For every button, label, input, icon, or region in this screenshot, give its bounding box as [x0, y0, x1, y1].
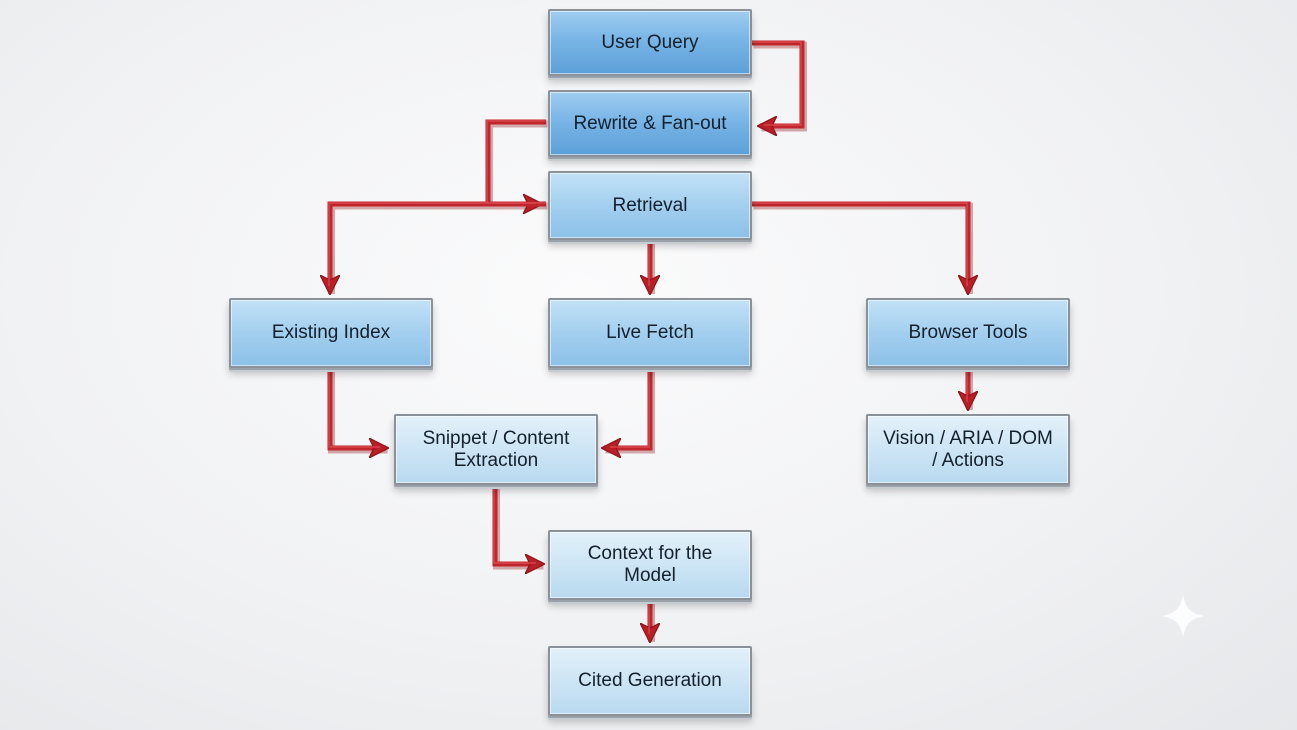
- arrow-query-to-rewrite: [752, 40, 805, 126]
- node-browser-tools: Browser Tools: [866, 298, 1070, 368]
- arrow-retrieval-to-index: [330, 201, 546, 292]
- arrow-snippet-to-context: [492, 485, 542, 564]
- node-rewrite-fanout: Rewrite & Fan-out: [548, 90, 752, 157]
- node-label: Retrieval: [612, 194, 688, 216]
- node-label: Vision / ARIA / DOM / Actions: [883, 427, 1053, 471]
- arrow-rewrite-to-retrieval: [485, 119, 546, 204]
- node-label: Existing Index: [271, 322, 391, 343]
- node-label: Context for the Model: [587, 543, 713, 586]
- arrow-live-to-snippet: [604, 368, 653, 448]
- arrow-index-to-snippet: [327, 368, 386, 448]
- sparkle-icon: [1161, 594, 1205, 638]
- node-retrieval: Retrieval: [548, 171, 752, 240]
- node-label: Live Fetch: [606, 322, 694, 343]
- node-live-fetch: Live Fetch: [548, 298, 752, 368]
- node-existing-index: Existing Index: [229, 298, 433, 368]
- node-vision-aria-dom: Vision / ARIA / DOM / Actions: [866, 414, 1070, 485]
- node-label: Snippet / Content Extraction: [422, 427, 570, 471]
- node-label: Rewrite & Fan-out: [573, 112, 727, 134]
- node-cited-generation: Cited Generation: [548, 646, 752, 716]
- node-snippet-extraction: Snippet / Content Extraction: [394, 414, 598, 485]
- node-user-query: User Query: [548, 9, 752, 76]
- node-context-for-model: Context for the Model: [548, 530, 752, 600]
- node-label: Browser Tools: [908, 322, 1028, 343]
- node-label: User Query: [601, 31, 699, 53]
- arrow-retrieval-to-browser: [752, 201, 968, 292]
- node-label: Cited Generation: [578, 670, 722, 691]
